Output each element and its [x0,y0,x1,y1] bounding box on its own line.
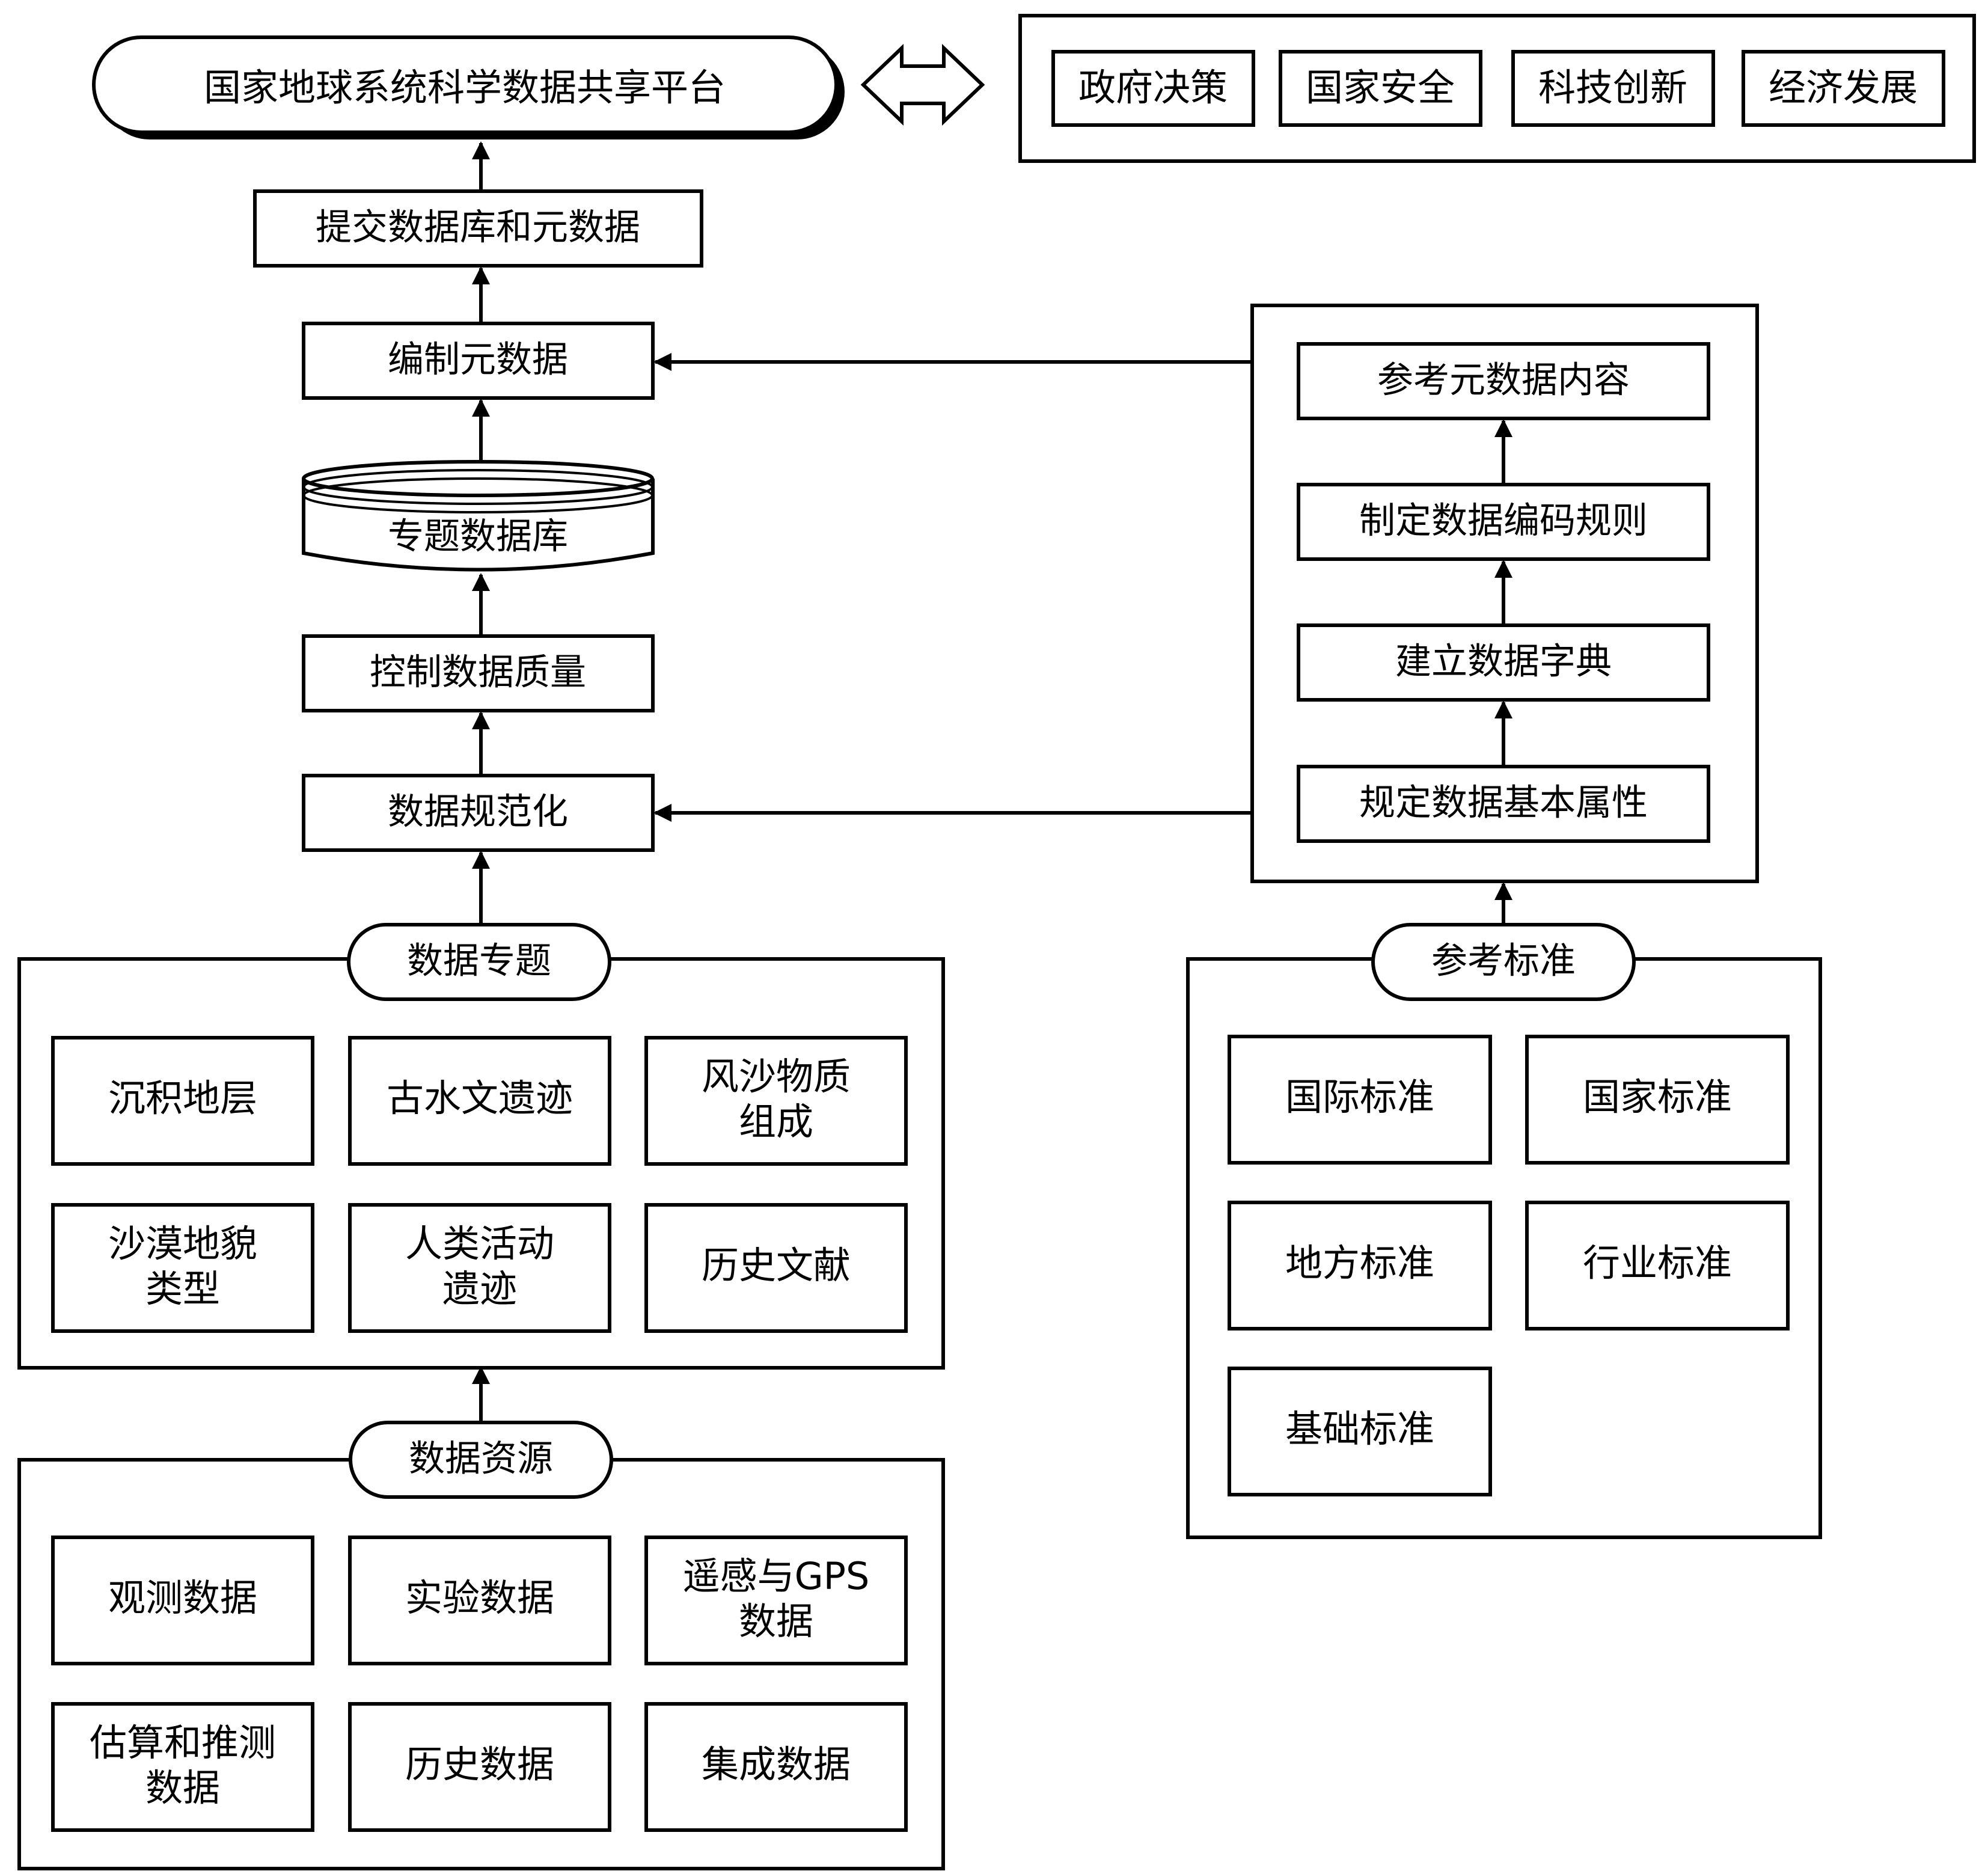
metadata-step-box: 建立数据字典 [1297,623,1710,702]
standard-box: 国际标准 [1228,1035,1492,1165]
reference-standards-panel: 参考标准 国际标准 国家标准 地方标准 行业标准 基础标准 [1186,923,1822,1539]
topic-label: 历史文献 [702,1243,851,1287]
metadata-step-label: 建立数据字典 [1395,641,1612,683]
resource-box: 集成数据 [644,1702,908,1832]
standard-box: 国家标准 [1525,1035,1790,1165]
resource-label: 数据 [739,1599,813,1643]
applications-panel: 政府决策 国家安全 科技创新 经济发展 [1018,14,1976,163]
resource-box: 观测数据 [51,1536,314,1665]
topic-box: 人类活动 遗迹 [348,1203,611,1333]
metadata-step-label: 参考元数据内容 [1377,360,1630,402]
topic-label: 沉积地层 [108,1076,257,1120]
application-label: 经济发展 [1769,66,1918,109]
application-box: 科技创新 [1511,50,1715,127]
application-box: 国家安全 [1279,50,1482,127]
resource-label: 实验数据 [405,1576,554,1620]
reference-standards-title: 参考标准 [1431,940,1576,982]
submit-label: 提交数据库和元数据 [316,207,640,249]
resource-label: 遥感与GPS [683,1554,870,1598]
thematic-database-label: 专题数据库 [388,516,568,558]
topic-label: 沙漠地貌 [108,1222,257,1266]
metadata-step-box: 规定数据基本属性 [1297,765,1710,843]
topic-box: 风沙物质 组成 [644,1036,908,1166]
standard-box: 基础标准 [1228,1367,1492,1496]
topic-box: 历史文献 [644,1203,908,1333]
resource-label: 数据 [145,1766,220,1810]
application-label: 政府决策 [1078,66,1228,109]
topic-label: 类型 [145,1267,220,1311]
topic-label: 古水文遗迹 [387,1076,573,1120]
compile-metadata-label: 编制元数据 [388,339,568,381]
standard-box: 地方标准 [1228,1201,1492,1330]
application-box: 经济发展 [1742,50,1945,127]
resource-label: 集成数据 [702,1742,851,1786]
standardization-label: 数据规范化 [388,791,568,833]
metadata-step-box: 参考元数据内容 [1297,342,1710,420]
metadata-step-label: 规定数据基本属性 [1359,782,1648,824]
metadata-step-label: 制定数据编码规则 [1359,500,1648,542]
resource-label: 估算和推测 [90,1721,276,1765]
metadata-step-box: 制定数据编码规则 [1297,483,1710,561]
quality-control-node: 控制数据质量 [302,634,655,712]
resource-box: 遥感与GPS 数据 [644,1536,908,1665]
data-resources-panel: 数据资源 观测数据 实验数据 遥感与GPS 数据 估算和推测 数据 历史数据 集… [17,1421,945,1870]
topic-box: 古水文遗迹 [348,1036,611,1166]
topic-label: 人类活动 [405,1222,554,1266]
metadata-steps-panel: 参考元数据内容 制定数据编码规则 建立数据字典 规定数据基本属性 [1250,304,1759,883]
data-topics-title: 数据专题 [407,940,551,982]
resource-box: 估算和推测 数据 [51,1702,314,1832]
standard-label: 行业标准 [1583,1241,1732,1285]
platform-title: 国家地球系统科学数据共享平台 [204,66,726,109]
platform-node: 国家地球系统科学数据共享平台 [92,35,845,139]
submit-node: 提交数据库和元数据 [253,189,703,268]
topic-box: 沙漠地貌 类型 [51,1203,314,1333]
resource-box: 实验数据 [348,1536,611,1665]
double-arrow-icon [860,43,985,126]
standard-label: 国家标准 [1583,1075,1732,1119]
resource-box: 历史数据 [348,1702,611,1832]
application-box: 政府决策 [1051,50,1255,127]
topic-label: 组成 [739,1100,813,1144]
resource-label: 历史数据 [405,1742,554,1786]
standard-box: 行业标准 [1525,1201,1790,1330]
topic-label: 风沙物质 [702,1055,851,1098]
standard-label: 基础标准 [1285,1407,1434,1451]
compile-metadata-node: 编制元数据 [302,322,655,400]
standard-label: 国际标准 [1285,1075,1434,1119]
resource-label: 观测数据 [108,1576,257,1620]
quality-control-label: 控制数据质量 [370,652,586,694]
standardization-node: 数据规范化 [302,774,655,852]
application-label: 科技创新 [1538,66,1687,109]
topic-label: 遗迹 [442,1267,517,1311]
standard-label: 地方标准 [1285,1241,1434,1285]
data-resources-title: 数据资源 [409,1438,553,1480]
application-label: 国家安全 [1306,66,1455,109]
data-topics-panel: 数据专题 沉积地层 古水文遗迹 风沙物质 组成 沙漠地貌 类型 人类活动 遗迹 … [17,923,945,1370]
database-cylinder-icon: 专题数据库 [302,460,655,572]
topic-box: 沉积地层 [51,1036,314,1166]
